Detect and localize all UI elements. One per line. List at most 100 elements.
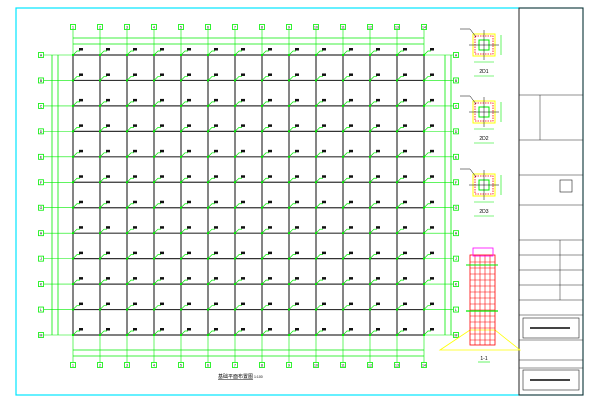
column-tag (187, 302, 191, 306)
column-marker (342, 257, 344, 260)
column-marker (180, 130, 182, 133)
column-marker (180, 334, 182, 336)
column-tag (403, 251, 407, 255)
column-tag (268, 328, 272, 331)
column-marker (126, 104, 128, 107)
column-tag-leader (180, 76, 188, 81)
column-tag (187, 200, 191, 204)
column-marker (99, 54, 101, 56)
column-marker (261, 79, 263, 82)
pier-outline (469, 254, 496, 346)
axis-bubble (38, 179, 44, 186)
detail-leader (460, 95, 477, 105)
column-marker (342, 283, 344, 286)
column-tag (187, 277, 191, 280)
column-tag (214, 48, 218, 51)
column-marker (315, 206, 317, 209)
column-tag-leader (315, 152, 323, 158)
column-marker (315, 79, 317, 82)
column-tag-leader (126, 254, 134, 259)
column-marker (396, 130, 398, 133)
column-tag (295, 226, 299, 229)
drawing-name-box (522, 317, 580, 339)
column-marker (99, 308, 101, 311)
column-marker (72, 206, 74, 209)
column-tag-leader (342, 101, 350, 107)
title-block (518, 7, 584, 396)
column-tag-leader (207, 330, 215, 336)
column-tag-leader (342, 203, 350, 208)
column-tag (106, 328, 110, 331)
column-tag (214, 98, 218, 102)
axis-label: 2 (99, 364, 101, 368)
column-tag (268, 149, 272, 153)
column-tag (214, 226, 218, 229)
column-tag (403, 149, 407, 153)
column-marker (261, 334, 263, 336)
plan-title: 基础平面布置图 (218, 373, 253, 380)
column-tag (160, 48, 164, 51)
column-tag (187, 124, 191, 127)
axis-label: 6 (207, 26, 209, 30)
column-marker (180, 104, 182, 107)
column-tag-leader (423, 305, 431, 310)
column-marker (99, 334, 101, 336)
column-tag (241, 73, 245, 76)
column-marker (315, 308, 317, 311)
column-marker (99, 181, 101, 184)
column-tag-leader (396, 203, 404, 208)
column-tag (160, 98, 164, 102)
column-marker (423, 155, 425, 158)
column-marker (153, 308, 155, 311)
column-marker (126, 257, 128, 260)
column-tag-leader (72, 330, 80, 336)
column-tag-leader (396, 254, 404, 259)
column-tag (241, 149, 245, 153)
axis-bubble (70, 24, 76, 30)
column-tag-leader (423, 279, 431, 285)
column-tag-leader (288, 50, 296, 56)
column-tag (295, 149, 299, 153)
project-name-box (522, 369, 580, 391)
axis-bubble (453, 103, 459, 109)
column-tag (160, 328, 164, 331)
column-tag-leader (369, 50, 377, 56)
column-marker (423, 104, 425, 107)
column-marker (126, 308, 128, 311)
column-tag (295, 175, 299, 178)
column-tag (241, 98, 245, 102)
column-tag-leader (369, 228, 377, 234)
column-tag-leader (99, 127, 107, 132)
column-tag (106, 175, 110, 178)
column-tag (133, 124, 137, 127)
column-tag-leader (423, 177, 431, 183)
column-tag (214, 328, 218, 331)
column-marker (126, 283, 128, 286)
column-tag-leader (288, 228, 296, 234)
axis-label: J (40, 257, 42, 261)
column-marker (288, 181, 290, 184)
column-marker (207, 104, 209, 107)
column-tag (160, 149, 164, 153)
column-marker (288, 283, 290, 286)
column-marker (207, 79, 209, 82)
column-tag-leader (423, 254, 431, 259)
axis-label: H (40, 232, 43, 236)
column-tag-leader (99, 177, 107, 183)
column-tag (376, 175, 380, 178)
column-tag (268, 251, 272, 255)
section-label: 1-1 (480, 356, 487, 362)
column-tag (403, 302, 407, 306)
column-marker (288, 257, 290, 260)
column-tag-leader (153, 76, 161, 81)
column-tag (322, 200, 326, 204)
column-tag-leader (126, 101, 134, 107)
column-tag (133, 302, 137, 306)
axis-label: 12 (368, 26, 372, 30)
axis-bubble (286, 24, 292, 30)
detail-label: 2D1 (479, 69, 488, 75)
column-marker (180, 155, 182, 158)
column-marker (342, 334, 344, 336)
column-tag (430, 149, 434, 153)
column-tag-leader (396, 76, 404, 81)
